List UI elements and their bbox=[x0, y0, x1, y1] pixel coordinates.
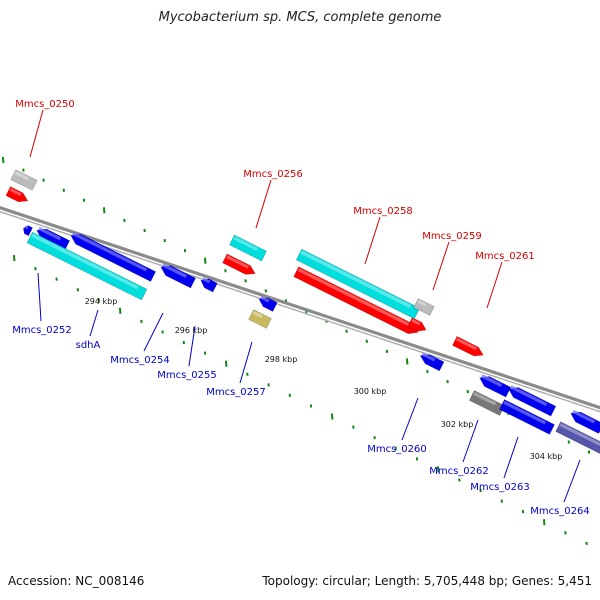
mmcs-0262-dark-feature bbox=[468, 390, 506, 416]
leader-line bbox=[143, 312, 164, 352]
mmcs-0263-b-feature bbox=[499, 399, 555, 435]
gene-label: Mmcs_0250 bbox=[15, 99, 75, 110]
tick-label: 302 kbp bbox=[441, 420, 474, 429]
gene-label: sdhA bbox=[76, 340, 101, 351]
leader-line bbox=[239, 341, 253, 384]
gene-label: Mmcs_0252 bbox=[12, 325, 72, 336]
accession-text: Accession: NC_008146 bbox=[8, 574, 145, 588]
mmcs-0259-feature bbox=[407, 317, 427, 332]
gene-label: Mmcs_0256 bbox=[243, 169, 303, 180]
gene-label: Mmcs_0260 bbox=[367, 444, 427, 455]
mmcs-0258-feature bbox=[293, 266, 419, 335]
backbone-line-outer bbox=[0, 205, 600, 410]
tick-label: 296 kbp bbox=[175, 326, 208, 335]
map-title: Mycobacterium sp. MCS, complete genome bbox=[158, 10, 442, 25]
gene-label: Mmcs_0261 bbox=[475, 251, 535, 262]
sdha-feature bbox=[70, 231, 157, 282]
gene-label: Mmcs_0263 bbox=[470, 482, 530, 493]
mmcs-0254-feature bbox=[160, 263, 196, 289]
gene-features bbox=[5, 169, 600, 459]
gene-label: Mmcs_0262 bbox=[429, 466, 489, 477]
gene-label: Mmcs_0254 bbox=[110, 355, 170, 366]
mmcs-0259-grey-feature bbox=[413, 298, 435, 316]
label-leader-lines bbox=[29, 109, 581, 503]
leader-line bbox=[503, 436, 519, 479]
mmcs-0255-feature bbox=[200, 277, 218, 293]
scale-tick-labels: 294 kbp 296 kbp 298 kbp 300 kbp 302 kbp 304 k… bbox=[85, 297, 563, 461]
mmcs-0250-feature bbox=[5, 186, 29, 203]
inner-tick-dots bbox=[13, 254, 588, 546]
genome-backbone bbox=[0, 205, 600, 413]
leader-line bbox=[37, 272, 42, 322]
gene-label: Mmcs_0264 bbox=[530, 506, 590, 517]
mmcs-0257-feature bbox=[248, 309, 272, 329]
mmcs-0260-feature bbox=[419, 352, 445, 372]
leader-line bbox=[486, 261, 503, 309]
leader-line bbox=[432, 241, 450, 291]
gene-label: Mmcs_0257 bbox=[206, 387, 266, 398]
leader-line bbox=[89, 309, 99, 337]
genome-summary-text: Topology: circular; Length: 5,705,448 bp… bbox=[262, 574, 592, 588]
mmcs-0250-grey-feature bbox=[10, 169, 38, 191]
gene-label: Mmcs_0259 bbox=[422, 231, 482, 242]
tick-label: 294 kbp bbox=[85, 297, 118, 306]
gene-label: Mmcs_0258 bbox=[353, 206, 413, 217]
mmcs-0252-cyan-feature bbox=[26, 231, 148, 301]
mmcs-0262-blue-feature bbox=[479, 374, 512, 398]
mmcs-0258-cyan-feature bbox=[295, 248, 421, 320]
leader-line bbox=[563, 459, 581, 503]
leader-line bbox=[255, 179, 272, 229]
mmcs-0261-feature bbox=[452, 335, 484, 357]
mmcs-0251-feature bbox=[23, 225, 33, 237]
leader-line bbox=[29, 109, 44, 158]
mmcs-0263-feature bbox=[508, 385, 557, 417]
leader-line bbox=[401, 397, 419, 441]
tick-label: 298 kbp bbox=[265, 355, 298, 364]
mmcs-0257-blue-feature bbox=[258, 295, 278, 312]
mmcs-0256-cyan-feature bbox=[229, 234, 267, 262]
mmcs-0256-feature bbox=[222, 253, 256, 275]
leader-line bbox=[462, 419, 479, 463]
gene-label: Mmcs_0255 bbox=[157, 370, 217, 381]
leader-line bbox=[188, 325, 196, 367]
tick-label: 304 kbp bbox=[530, 452, 563, 461]
leader-line bbox=[364, 216, 381, 265]
tick-label: 300 kbp bbox=[354, 387, 387, 396]
